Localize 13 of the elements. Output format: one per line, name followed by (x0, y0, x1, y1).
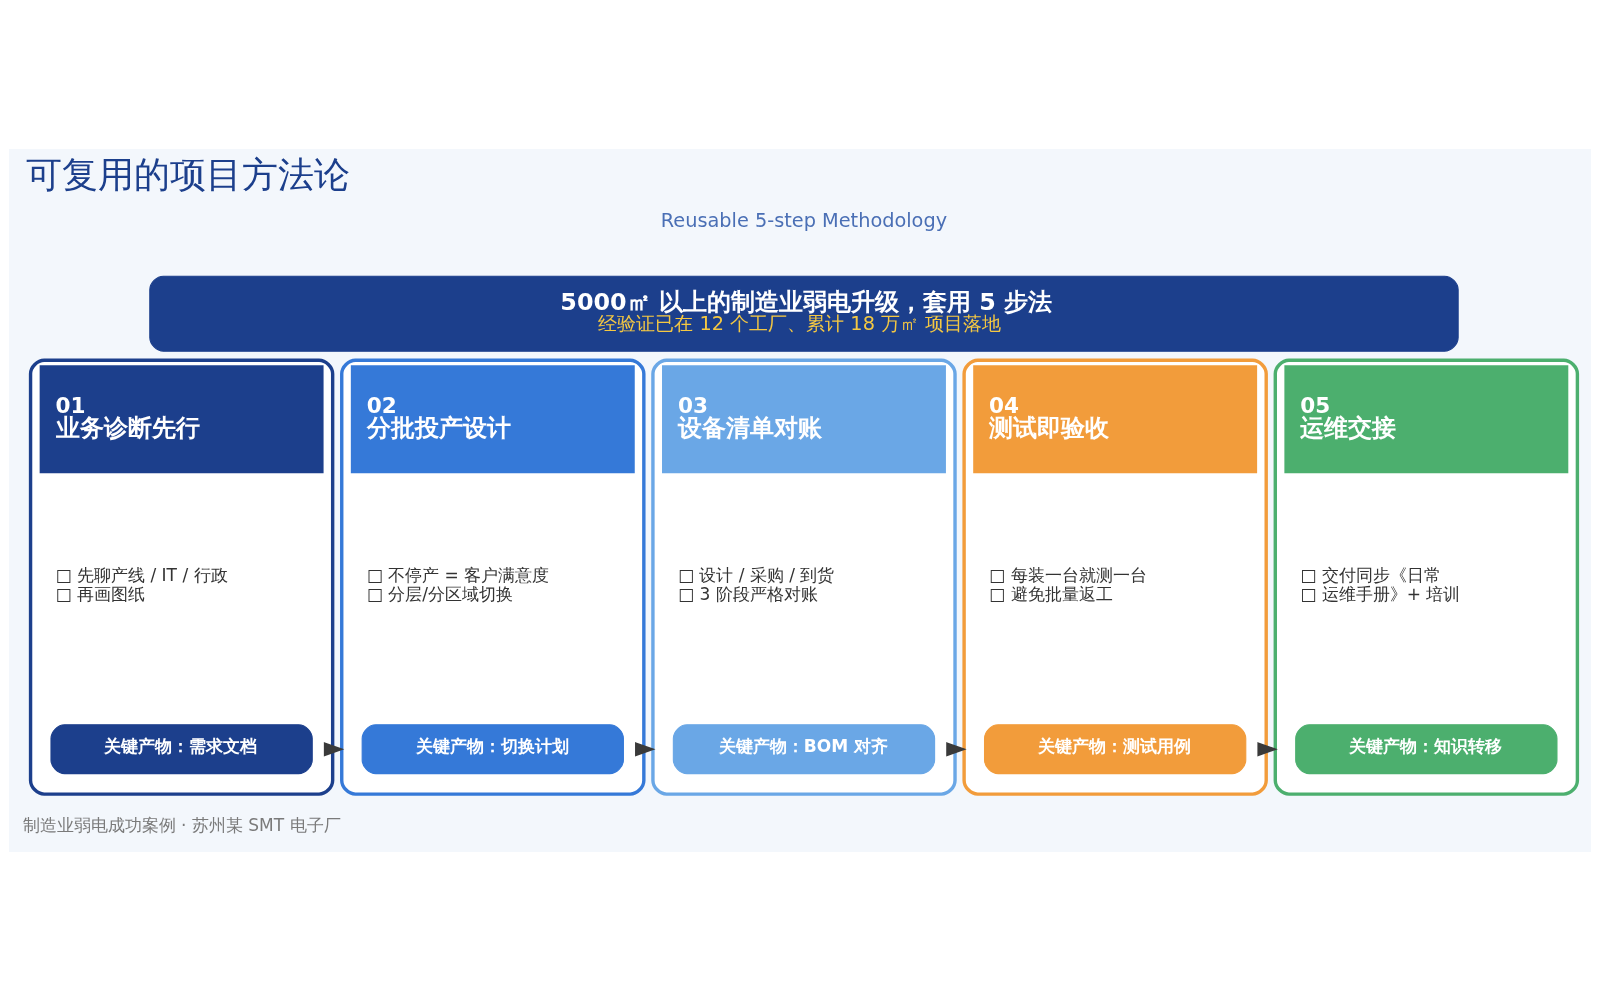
node-box: 5000㎡ 以上的制造业弱电升级，套用 5 步法 经验证已在 12 个工厂、累计 18 万㎡ 项目落地 (149, 275, 1459, 352)
arrow (1257, 741, 1278, 756)
node-box: 关键产物：需求文档 (50, 723, 313, 774)
arrow (323, 741, 345, 756)
node-box: 关键产物：知识转移 (1295, 723, 1558, 774)
arrow (635, 741, 656, 756)
node-box: 关键产物：BOM 对齐 (672, 723, 936, 774)
diagram-title: 可复用的项目方法论 (25, 152, 350, 196)
label: 制造业弱电成功案例 · 苏州某 SMT 电子厂 (22, 814, 341, 835)
node-box: 关键产物：切换计划 (361, 723, 624, 774)
arrow (946, 741, 967, 756)
label: Reusable 5-step Methodology (660, 208, 948, 232)
node-box: 关键产物：测试用例 (983, 723, 1247, 774)
